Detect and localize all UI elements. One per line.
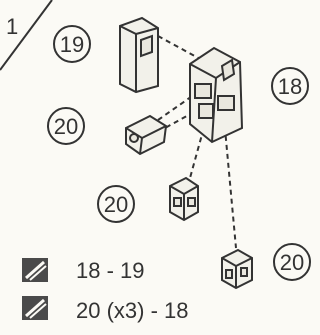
callout-18-label: 18 — [278, 74, 302, 99]
part-20-plug-left — [126, 116, 166, 154]
legend-item-2: 20 (x3) - 18 — [22, 296, 189, 323]
part-20-plug-right — [222, 250, 252, 288]
callout-18: 18 — [272, 68, 308, 104]
callout-19-label: 19 — [60, 32, 84, 57]
part-19-block — [120, 18, 158, 92]
legend-item-1: 18 - 19 — [22, 258, 145, 283]
legend-item-1-text: 18 - 19 — [76, 258, 145, 283]
legend-item-2-text: 20 (x3) - 18 — [76, 298, 189, 323]
connect-icon — [22, 258, 48, 282]
step-number: 1 — [6, 14, 18, 39]
callout-20-right: 20 — [274, 244, 310, 280]
part-18-housing — [190, 48, 242, 142]
legend: 18 - 19 20 (x3) - 18 — [22, 258, 189, 323]
connect-icon — [22, 296, 48, 320]
callout-19: 19 — [54, 26, 90, 62]
callout-20-middle: 20 — [98, 186, 134, 222]
part-20-plug-middle — [170, 178, 198, 220]
callout-20-middle-label: 20 — [104, 192, 128, 217]
step-corner: 1 — [0, 0, 52, 70]
callout-20-right-label: 20 — [280, 250, 304, 275]
callout-20-left: 20 — [48, 108, 84, 144]
callout-20-left-label: 20 — [54, 114, 78, 139]
